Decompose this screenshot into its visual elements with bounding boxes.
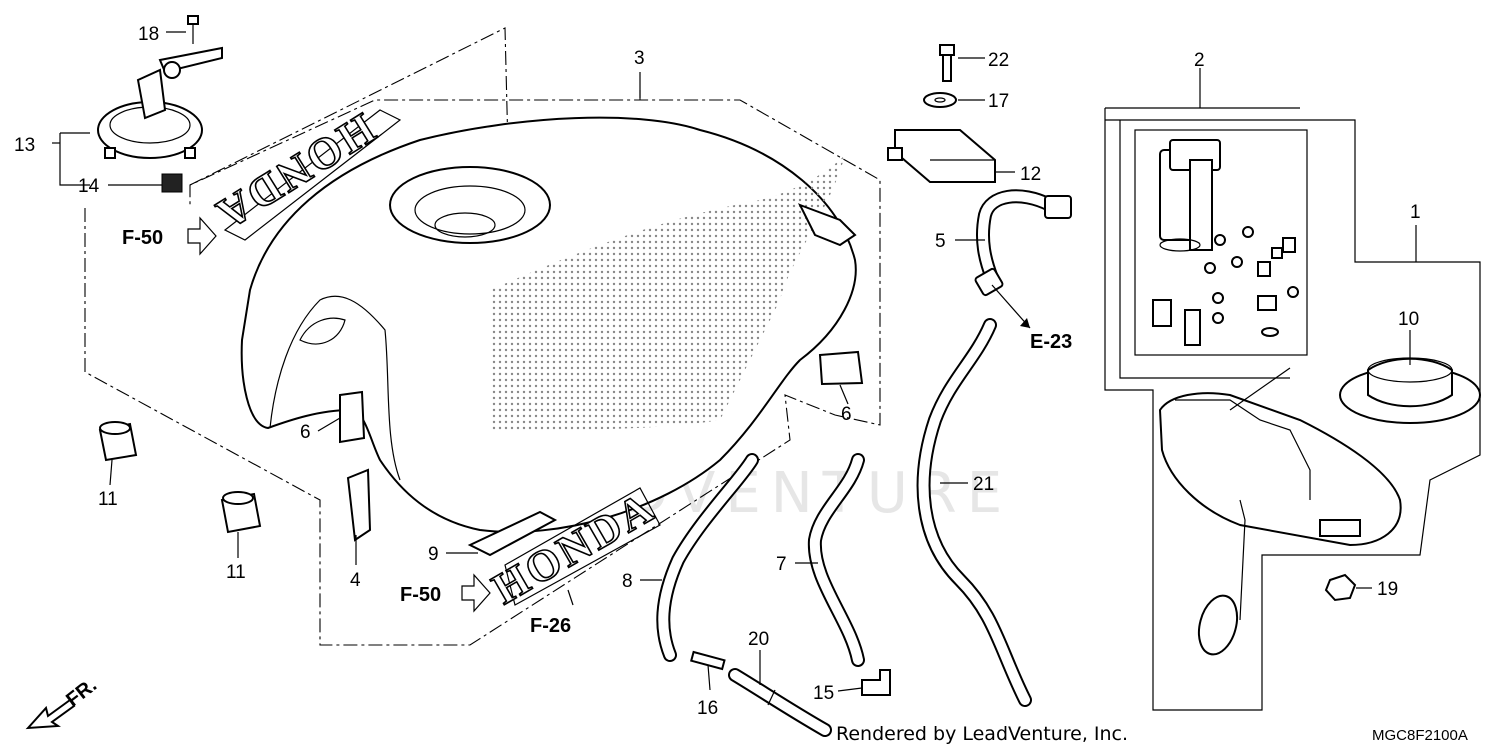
callout-17: 17 bbox=[988, 91, 1009, 112]
fuel-cap bbox=[97, 46, 223, 159]
callout-9: 9 bbox=[428, 544, 439, 565]
callout-6-right: 6 bbox=[841, 404, 852, 425]
bracket-12 bbox=[887, 129, 996, 183]
label-sticker-right bbox=[818, 350, 864, 386]
ref-f26: F-26 bbox=[530, 615, 571, 637]
callout-4: 4 bbox=[350, 570, 361, 591]
callout-8: 8 bbox=[622, 571, 633, 592]
joint-15 bbox=[861, 669, 891, 696]
front-indicator: FR. bbox=[25, 674, 101, 730]
ref-f50-bottom: F-50 bbox=[400, 573, 491, 613]
callout-18: 18 bbox=[138, 24, 159, 45]
arrow-right-icon bbox=[461, 573, 491, 613]
drain-hose-8 bbox=[656, 453, 759, 662]
ref-f50-top: F-50 bbox=[122, 216, 217, 256]
front-arrow-icon bbox=[25, 698, 76, 730]
drain-seal bbox=[161, 173, 183, 193]
callout-1: 1 bbox=[1410, 202, 1421, 223]
svg-text:F-50: F-50 bbox=[400, 584, 441, 606]
fuel-pump-assembly bbox=[1158, 367, 1402, 656]
callout-21: 21 bbox=[973, 474, 994, 495]
collar-17 bbox=[923, 92, 957, 108]
callout-5: 5 bbox=[935, 231, 946, 252]
rubber-mount-upper bbox=[98, 421, 138, 462]
callout-6-left: 6 bbox=[300, 422, 311, 443]
fuel-pump-motor bbox=[1159, 139, 1221, 252]
bolt-22 bbox=[939, 44, 955, 82]
callout-2: 2 bbox=[1194, 50, 1205, 71]
callout-16: 16 bbox=[697, 698, 718, 719]
fuel-hose-5 bbox=[974, 189, 1072, 297]
ref-e23: E-23 bbox=[1030, 331, 1072, 353]
diagram-code: MGC8F2100A bbox=[1372, 727, 1468, 744]
callout-14: 14 bbox=[78, 176, 100, 197]
fuel-tank bbox=[240, 116, 864, 557]
callout-13: 13 bbox=[14, 135, 35, 156]
callout-7: 7 bbox=[776, 554, 787, 575]
pump-gasket-10 bbox=[1339, 357, 1481, 424]
pump-small-parts bbox=[1152, 226, 1299, 346]
callout-19: 19 bbox=[1377, 579, 1398, 600]
overflow-hose-21 bbox=[916, 318, 1032, 707]
callout-15: 15 bbox=[813, 683, 834, 704]
rubber-mount-lower bbox=[220, 491, 262, 534]
bolt-18 bbox=[187, 15, 199, 44]
callout-22: 22 bbox=[988, 50, 1009, 71]
tank-sticker-9 bbox=[467, 510, 558, 557]
e23-arrowhead bbox=[1020, 318, 1030, 328]
breather-hose-7 bbox=[807, 453, 865, 667]
clip-16 bbox=[690, 650, 726, 671]
callout-10: 10 bbox=[1398, 309, 1419, 330]
render-credit: Rendered by LeadVenture, Inc. bbox=[836, 723, 1128, 745]
arrow-right-icon bbox=[187, 216, 217, 256]
callout-20: 20 bbox=[748, 629, 769, 650]
callout-11-upper: 11 bbox=[98, 489, 118, 510]
e23-leader bbox=[991, 284, 1031, 329]
callout-12: 12 bbox=[1020, 164, 1041, 185]
callout-11-lower: 11 bbox=[226, 562, 246, 583]
leader-lines bbox=[52, 31, 1417, 692]
svg-text:F-50: F-50 bbox=[122, 227, 163, 249]
callout-3: 3 bbox=[634, 48, 645, 69]
nut-19 bbox=[1324, 573, 1357, 602]
tank-strip-4 bbox=[346, 468, 372, 542]
hose-20 bbox=[728, 668, 832, 737]
label-sticker-left bbox=[339, 390, 366, 444]
pump-group-outline bbox=[1104, 68, 1481, 711]
